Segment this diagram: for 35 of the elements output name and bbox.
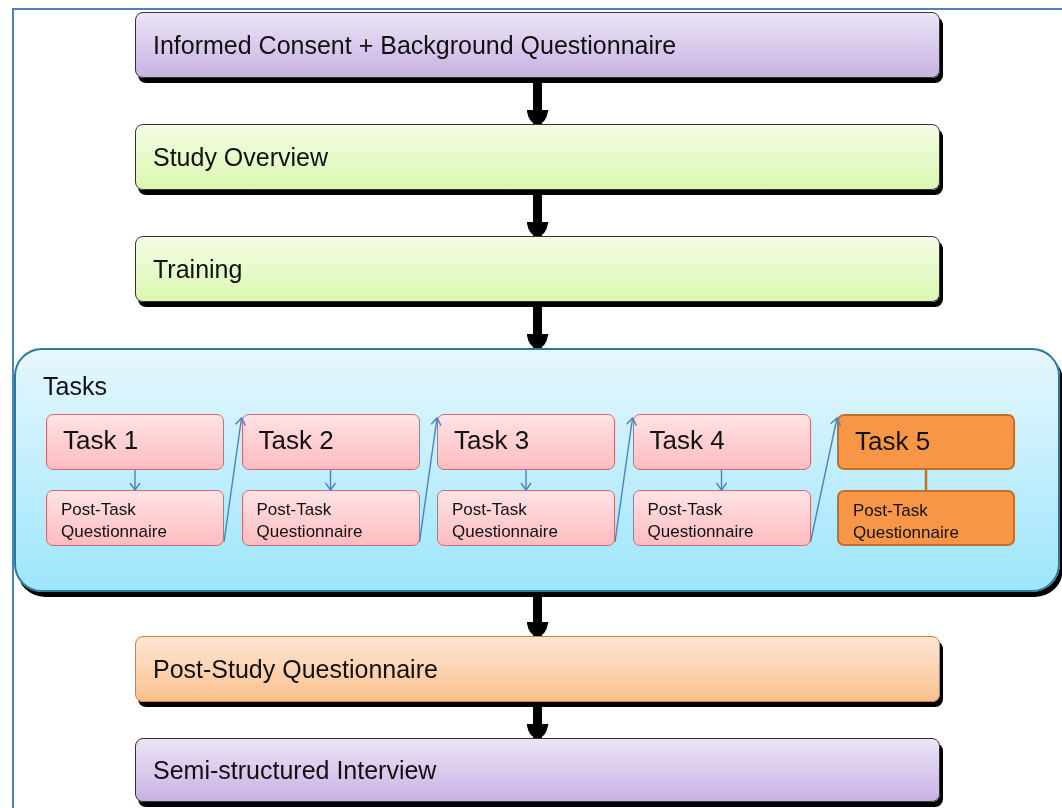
connector-line — [924, 470, 928, 490]
arrow — [614, 417, 638, 543]
box-label: Semi-structured Interview — [153, 755, 437, 785]
questionnaire-box — [632, 490, 811, 546]
box-label: Study Overview — [153, 142, 329, 172]
arrow — [809, 417, 842, 543]
arrow — [223, 417, 247, 543]
task-box — [837, 414, 1015, 470]
box-label: Task 4 — [649, 425, 726, 456]
arrow — [324, 469, 337, 491]
arrow — [129, 469, 141, 491]
box-label: Informed Consent + Background Questionnaire — [153, 30, 677, 60]
box-label: Task 2 — [258, 425, 335, 456]
arrow — [520, 469, 532, 491]
arrow — [715, 469, 728, 491]
box-label: Post-Task Questionnaire — [853, 500, 960, 544]
task-box — [632, 414, 811, 470]
task-box — [437, 414, 615, 470]
arrow — [418, 417, 442, 543]
box-label: Post-Study Questionnaire — [153, 654, 438, 684]
questionnaire-box — [837, 490, 1015, 546]
box-label: Post-Task Questionnaire — [256, 499, 364, 543]
box-label: Post-Task Questionnaire — [452, 499, 559, 543]
task-box — [46, 414, 224, 470]
questionnaire-box — [46, 490, 224, 546]
questionnaire-box — [437, 490, 615, 546]
box-label: Task 1 — [63, 425, 140, 456]
task-box — [241, 414, 420, 470]
box-label: Task 3 — [454, 425, 531, 456]
box-label: Task 5 — [855, 426, 932, 457]
box-label: Post-Task Questionnaire — [647, 499, 755, 543]
questionnaire-box — [241, 490, 420, 546]
box-label: Training — [153, 254, 243, 284]
box-label: Post-Task Questionnaire — [61, 499, 168, 543]
group-title: Tasks — [43, 372, 107, 401]
